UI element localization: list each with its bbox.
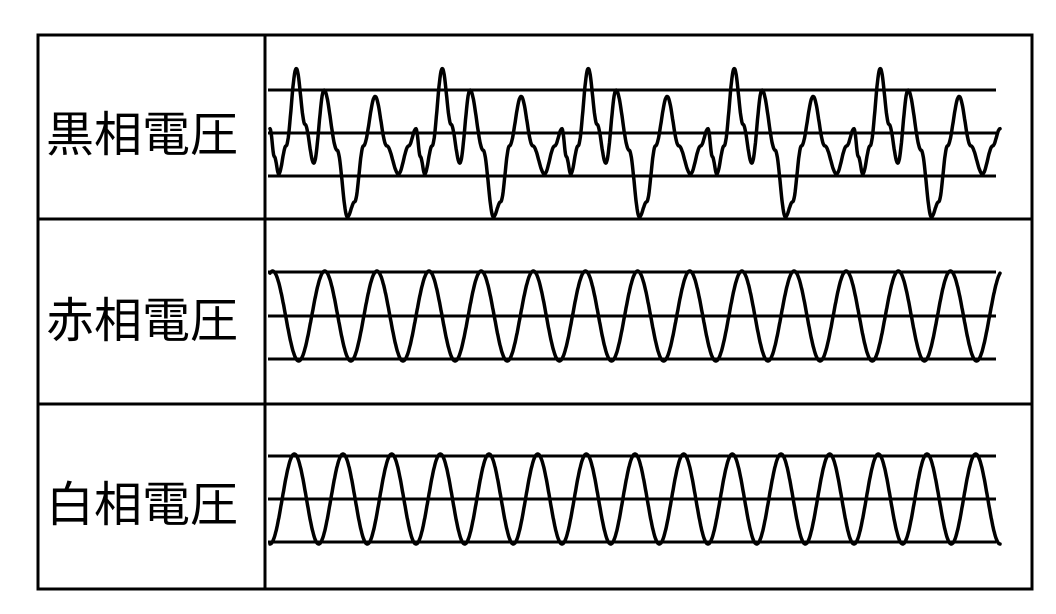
- table-frame: [36, 33, 1034, 591]
- black-phase-waveform: [268, 66, 1002, 219]
- label-black-phase-voltage: 黒相電圧: [46, 107, 238, 163]
- label-white-phase-voltage: 白相電圧: [46, 477, 238, 533]
- label-red-phase-voltage: 赤相電圧: [46, 293, 238, 349]
- white-phase-waveform: [268, 452, 1002, 546]
- red-phase-waveform: [268, 269, 1002, 363]
